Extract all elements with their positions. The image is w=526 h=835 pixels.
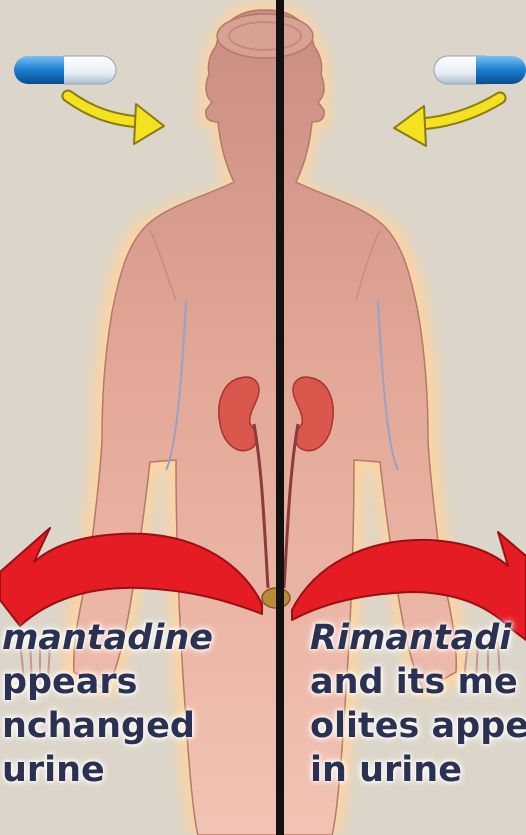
capsule-right-icon [434,56,526,84]
caption-right-line4: in urine [310,748,526,792]
caption-left: mantadine ppears nchanged urine [2,616,213,792]
caption-left-line2: ppears [2,660,213,704]
caption-right: Rimantadi and its me olites appe in urin… [310,616,526,792]
caption-left-drug: mantadine [2,616,213,660]
divider-line [276,0,284,835]
caption-left-line4: urine [2,748,213,792]
caption-right-line3: olites appe [310,704,526,748]
caption-right-line2: and its me [310,660,526,704]
yellow-arrow-right-icon [394,98,500,146]
capsule-left-icon [14,56,116,84]
yellow-arrow-left-icon [68,96,164,144]
caption-right-drug: Rimantadi [310,616,526,660]
caption-left-line3: nchanged [2,704,213,748]
head-crown [217,14,313,58]
